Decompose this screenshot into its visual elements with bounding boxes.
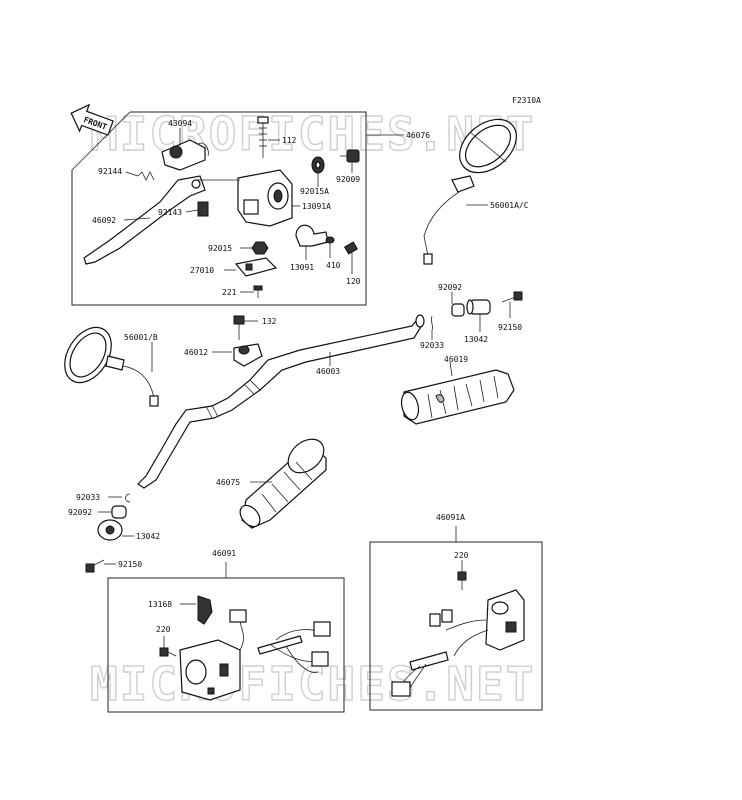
callout-46091a: 46091A [436,513,465,522]
callout-92144: 92144 [98,167,122,176]
callout-46012: 46012 [184,348,208,357]
front-arrow-icon: FRONT [70,103,114,136]
clutch-lever-icon [83,175,206,265]
callout-92033-right: 92033 [420,341,444,350]
callout-13042-right: 13042 [464,335,488,344]
clip-icon [197,595,213,625]
collar-icon [197,201,209,217]
callout-46019: 46019 [444,355,468,364]
callout-120: 120 [346,277,361,286]
callout-46003: 46003 [316,367,340,376]
callout-410: 410 [326,261,341,270]
callout-46092: 46092 [92,216,116,225]
small-bolt-icon [343,241,359,255]
callout-112: 112 [282,136,297,145]
callout-92092-left: 92092 [68,508,92,517]
callout-92143: 92143 [158,208,182,217]
clamp-icon [295,224,329,247]
callout-56001b: 56001/B [124,333,158,342]
callout-221: 221 [222,288,237,297]
right-mirror-icon [423,118,517,265]
handlebar-icon [137,314,425,489]
callout-92150-right: 92150 [498,323,522,332]
figure-code: F2310A [512,96,541,105]
callout-13168: 13168 [148,600,172,609]
callout-56001ac: 56001A/C [490,201,529,210]
clutch-switch-icon [161,139,209,171]
callout-132: 132 [262,317,277,326]
callout-92015: 92015 [208,244,232,253]
callout-13091: 13091 [290,263,314,272]
callout-92015a: 92015A [300,187,329,196]
callout-92092-right: 92092 [438,283,462,292]
left-mirror-icon [64,326,159,407]
lock-nut-icon [251,241,269,255]
handlebar-end-parts [431,291,523,331]
left-grip-icon [239,438,327,529]
callout-46091: 46091 [212,549,236,558]
switch-screw-right-icon [457,571,467,590]
callout-220-right: 220 [454,551,469,560]
callout-92033-left: 92033 [76,493,100,502]
left-switch-box: 46091 13168 220 [107,549,345,713]
callout-92009: 92009 [336,175,360,184]
callout-46076: 46076 [406,131,430,140]
right-switch-box: 46091A 220 [369,513,543,711]
adjuster-bolt-icon [340,149,360,163]
screw-icon [253,285,263,298]
callout-13042-left: 13042 [136,532,160,541]
switch-screw-left-icon [159,647,177,657]
clutch-assembly-frame [71,111,367,306]
callout-27010: 27010 [190,266,214,275]
callout-13091a: 13091A [302,202,331,211]
right-handlebar-switch-icon [391,589,525,697]
left-end-parts [85,493,131,573]
callout-220-left: 220 [156,625,171,634]
left-handlebar-switch-icon [179,609,331,701]
callout-46075: 46075 [216,478,240,487]
handlebar-holder-icon [233,315,263,367]
adjuster-nut-icon [311,156,325,174]
washer-icon [325,236,335,244]
spring-icon [137,171,155,181]
clutch-lever-assembly-box: 43094 112 46076 92144 92009 92015A 92143… [71,111,430,306]
callout-92150-left: 92150 [118,560,142,569]
clutch-switch-body-icon [234,257,278,277]
throttle-grip-icon [400,369,515,425]
lever-bracket-icon [237,169,293,227]
callout-43094: 43094 [168,119,192,128]
bolt-icon [257,116,269,158]
